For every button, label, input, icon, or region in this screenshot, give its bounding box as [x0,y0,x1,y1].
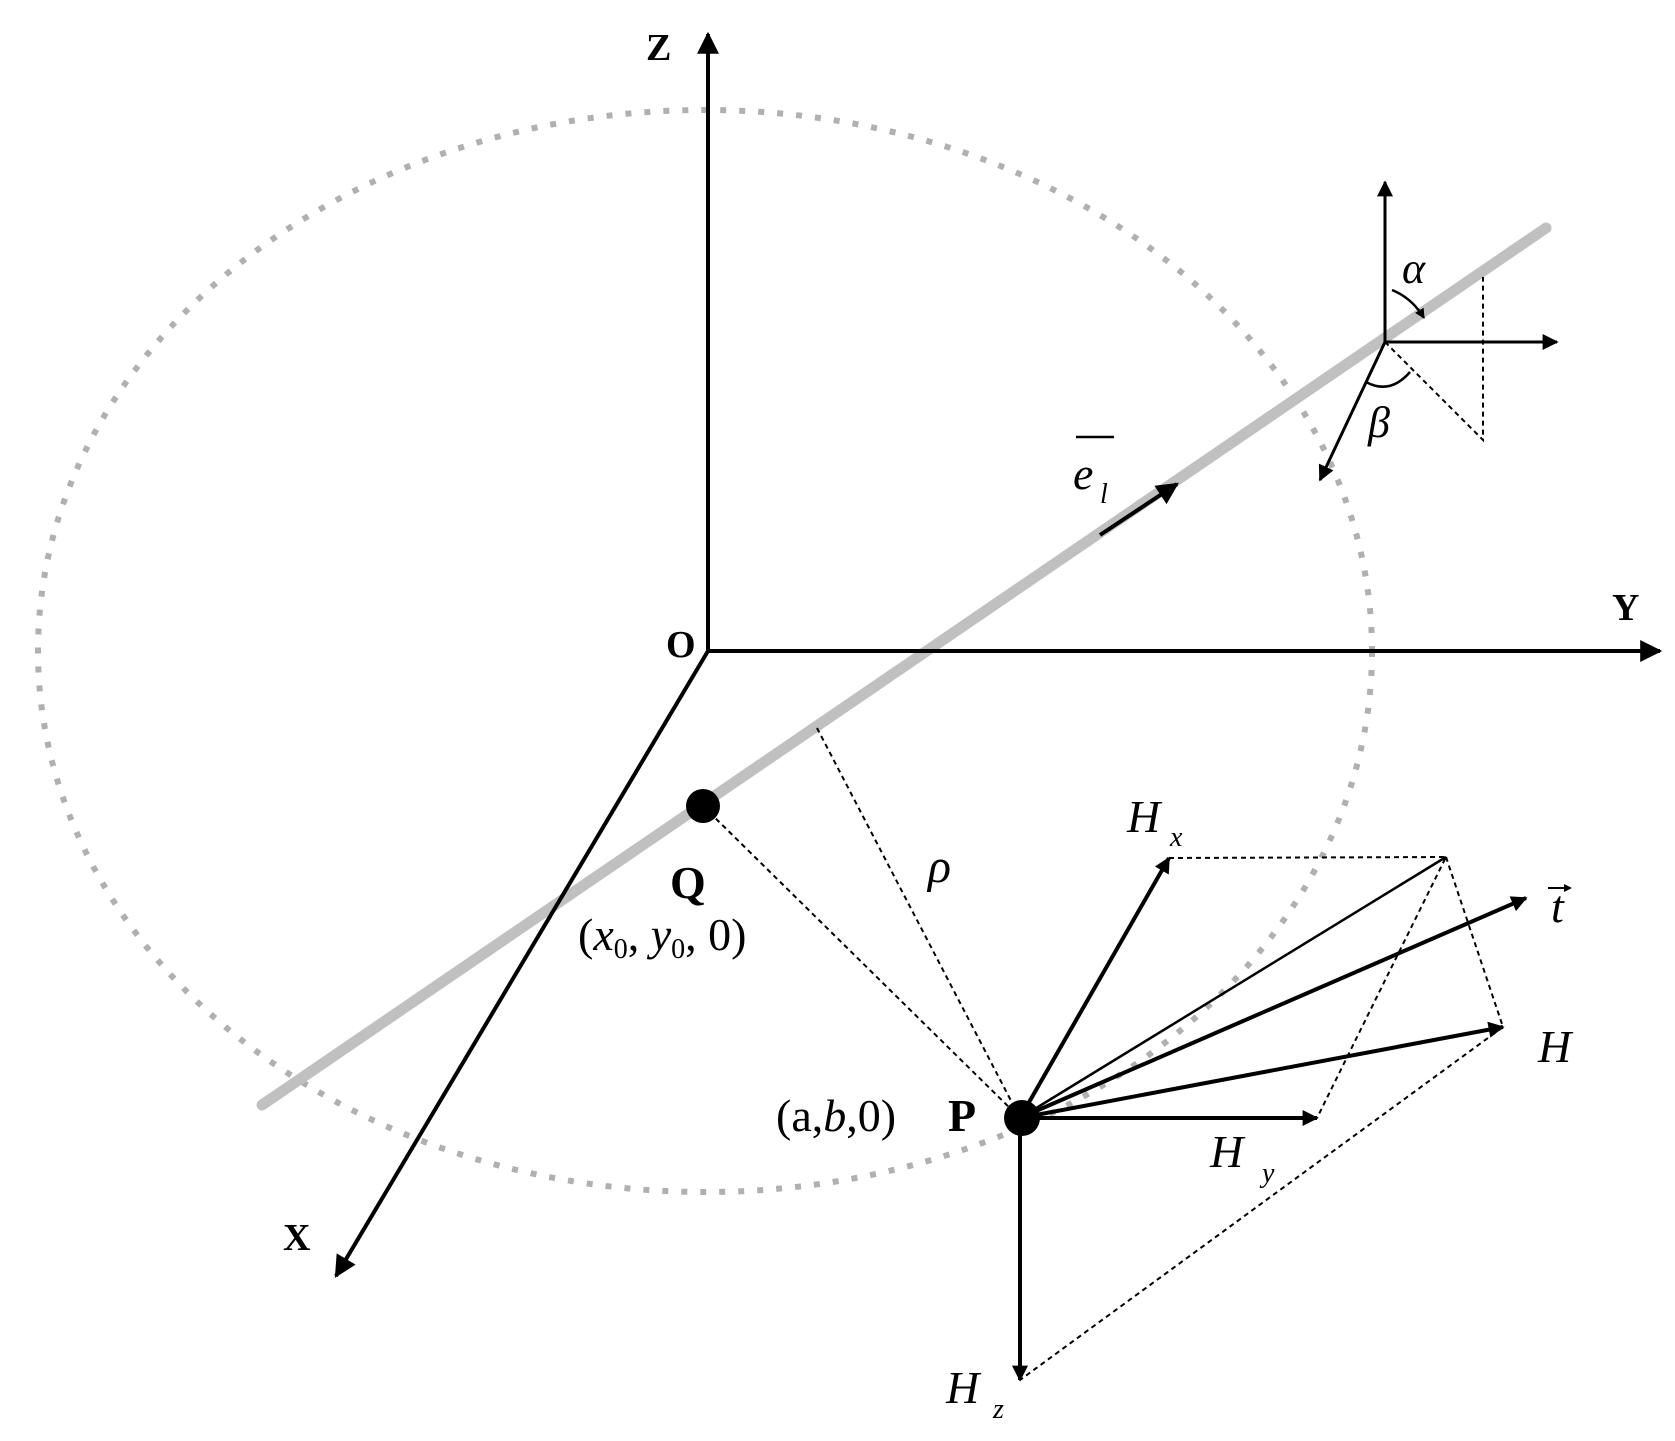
rho-label: ρ [926,840,951,893]
hy-subscript: y [1259,1158,1275,1189]
t-overbar-head [1564,884,1572,892]
t-label: t [1551,881,1565,932]
beta-angle-arc [1365,371,1411,388]
h-arrow [1019,1021,1505,1120]
point-q-label: Q [670,857,706,908]
point-p [1004,1100,1040,1136]
construction-dashed-lines [1019,855,1505,1381]
hx-label: H [1126,791,1163,842]
y-axis-label: Y [1612,587,1639,629]
projection-dashed-lines [1384,277,1484,443]
x-axis-label: X [283,1217,310,1259]
point-q-coords: (x0, y0, 0) [578,909,747,965]
alpha-frame-depth-axis [1318,341,1387,482]
hx-arrow [1018,856,1171,1119]
q-to-p-dashed-line [702,805,1021,1119]
e-l-subscript: l [1100,479,1108,510]
alpha-label: α [1402,244,1426,293]
hx-subscript: x [1169,822,1183,853]
z-axis-label: Z [646,27,671,69]
conductor-line [256,222,1552,1111]
h-label: H [1537,1021,1574,1072]
e-l-arrow [1098,482,1179,537]
t-arrow [1019,896,1528,1120]
hz-subscript: z [992,1394,1004,1425]
x-axis [334,649,710,1278]
point-p-label: P [948,1090,976,1141]
beta-label: β [1367,398,1390,447]
alpha-angle-arc [1391,288,1426,319]
hz-label: H [945,1362,982,1413]
rho-dashed-line [816,727,1021,1119]
origin-label: O [666,624,696,666]
point-p-coords: (a,b,0) [776,1090,896,1141]
hy-label: H [1209,1126,1246,1177]
e-l-label: e [1073,448,1093,499]
hxy-resultant-line [1019,855,1447,1120]
